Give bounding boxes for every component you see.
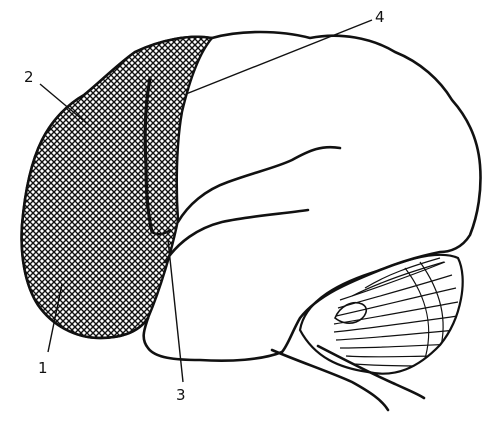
frontal-shaded-region — [22, 37, 212, 338]
leader-line-3 — [168, 240, 183, 382]
lateral-sulcus — [178, 147, 340, 222]
label-3: 3 — [176, 386, 186, 404]
label-4: 4 — [375, 8, 385, 26]
leader-line-4 — [186, 20, 372, 94]
label-1: 1 — [38, 359, 48, 377]
temporal-lobe-contour — [165, 210, 308, 262]
cerebellum — [300, 255, 463, 374]
label-2: 2 — [24, 68, 34, 86]
